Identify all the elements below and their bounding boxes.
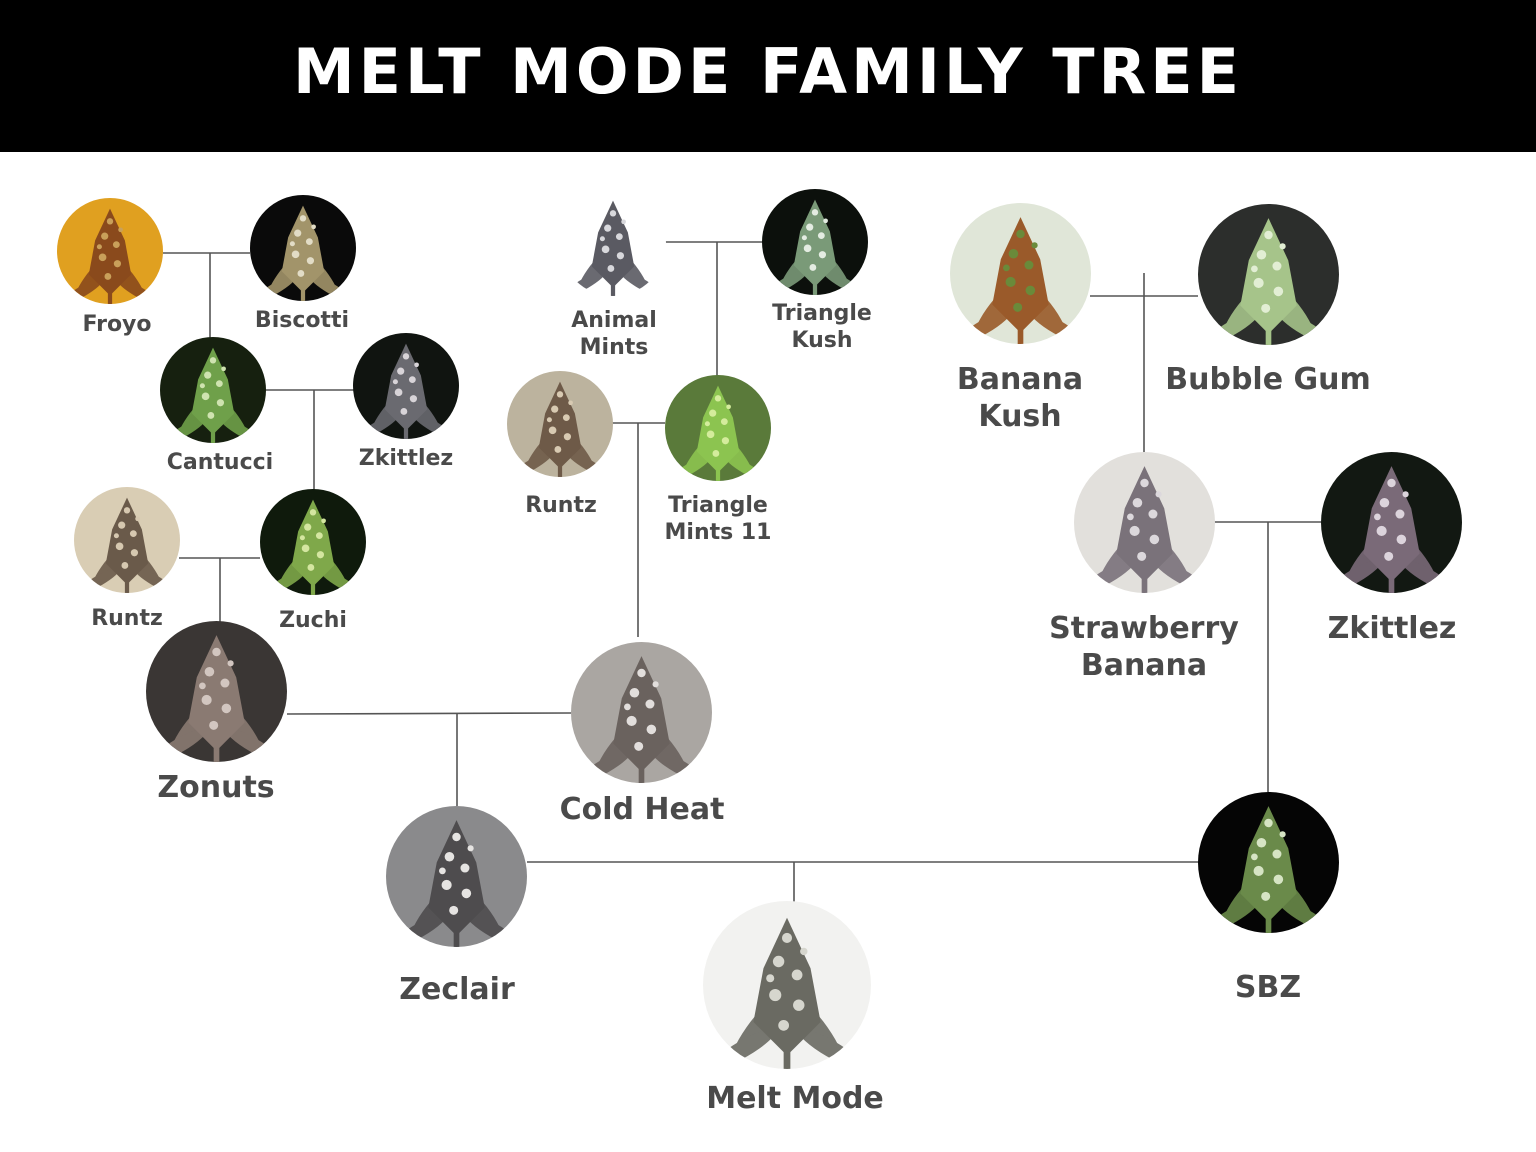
plant-illustration [507, 371, 613, 477]
plant-illustration [703, 901, 871, 1069]
plant-illustration [386, 806, 527, 947]
plant-illustration [146, 621, 287, 762]
strain-label-froyo: Froyo [82, 312, 152, 337]
strain-label-runtz-left: Runtz [91, 606, 163, 631]
connector [286, 712, 572, 715]
plant-illustration [1198, 204, 1339, 345]
strain-label-banana-kush: Banana Kush [956, 362, 1084, 434]
strain-photo-zonuts [146, 621, 287, 762]
strain-label-cantucci: Cantucci [166, 450, 274, 475]
strain-label-strawberry-banana: Strawberry Banana [1049, 611, 1239, 683]
plant-illustration [1074, 452, 1215, 593]
strain-label-zeclair: Zeclair [399, 972, 515, 1007]
strain-photo-sbz [1198, 792, 1339, 933]
plant-illustration [260, 489, 366, 595]
plant-illustration [665, 375, 771, 481]
strain-photo-zkittlez-right [1321, 452, 1462, 593]
strain-photo-bubble-gum [1198, 204, 1339, 345]
strain-photo-melt-mode [703, 901, 871, 1069]
plant-illustration [57, 198, 163, 304]
plant-illustration [250, 195, 356, 301]
strain-label-zkittlez-right: Zkittlez [1327, 611, 1457, 646]
strain-photo-zeclair [386, 806, 527, 947]
strain-photo-runtz-left [74, 487, 180, 593]
strain-photo-triangle-kush [762, 189, 868, 295]
plant-illustration [74, 487, 180, 593]
strain-label-bubble-gum: Bubble Gum [1165, 362, 1371, 397]
strain-photo-froyo [57, 198, 163, 304]
strain-label-runtz-mid: Runtz [525, 493, 597, 518]
strain-photo-runtz-mid [507, 371, 613, 477]
strain-photo-biscotti [250, 195, 356, 301]
strain-label-animal-mints: Animal Mints [571, 308, 657, 360]
plant-illustration [950, 203, 1091, 344]
strain-label-cold-heat: Cold Heat [559, 792, 725, 827]
strain-label-melt-mode: Melt Mode [706, 1081, 884, 1116]
plant-illustration [1198, 792, 1339, 933]
strain-label-zonuts: Zonuts [157, 770, 275, 805]
strain-photo-strawberry-banana [1074, 452, 1215, 593]
plant-illustration [560, 190, 666, 296]
strain-photo-zkittlez-top [353, 333, 459, 439]
plant-illustration [571, 642, 712, 783]
strain-photo-animal-mints [560, 190, 666, 296]
strain-photo-cantucci [160, 337, 266, 443]
strain-label-zuchi: Zuchi [279, 608, 347, 633]
plant-illustration [762, 189, 868, 295]
title-banner: MELT MODE FAMILY TREE [0, 0, 1536, 152]
strain-photo-triangle-mints-11 [665, 375, 771, 481]
strain-photo-zuchi [260, 489, 366, 595]
strain-label-biscotti: Biscotti [254, 308, 350, 333]
strain-label-triangle-kush: Triangle Kush [772, 301, 872, 353]
strain-photo-cold-heat [571, 642, 712, 783]
strain-photo-banana-kush [950, 203, 1091, 344]
plant-illustration [353, 333, 459, 439]
plant-illustration [160, 337, 266, 443]
plant-illustration [1321, 452, 1462, 593]
strain-label-sbz: SBZ [1234, 970, 1302, 1005]
strain-label-zkittlez-top: Zkittlez [358, 446, 454, 471]
strain-label-triangle-mints-11: Triangle Mints 11 [664, 493, 772, 545]
page-title: MELT MODE FAMILY TREE [292, 34, 1244, 108]
